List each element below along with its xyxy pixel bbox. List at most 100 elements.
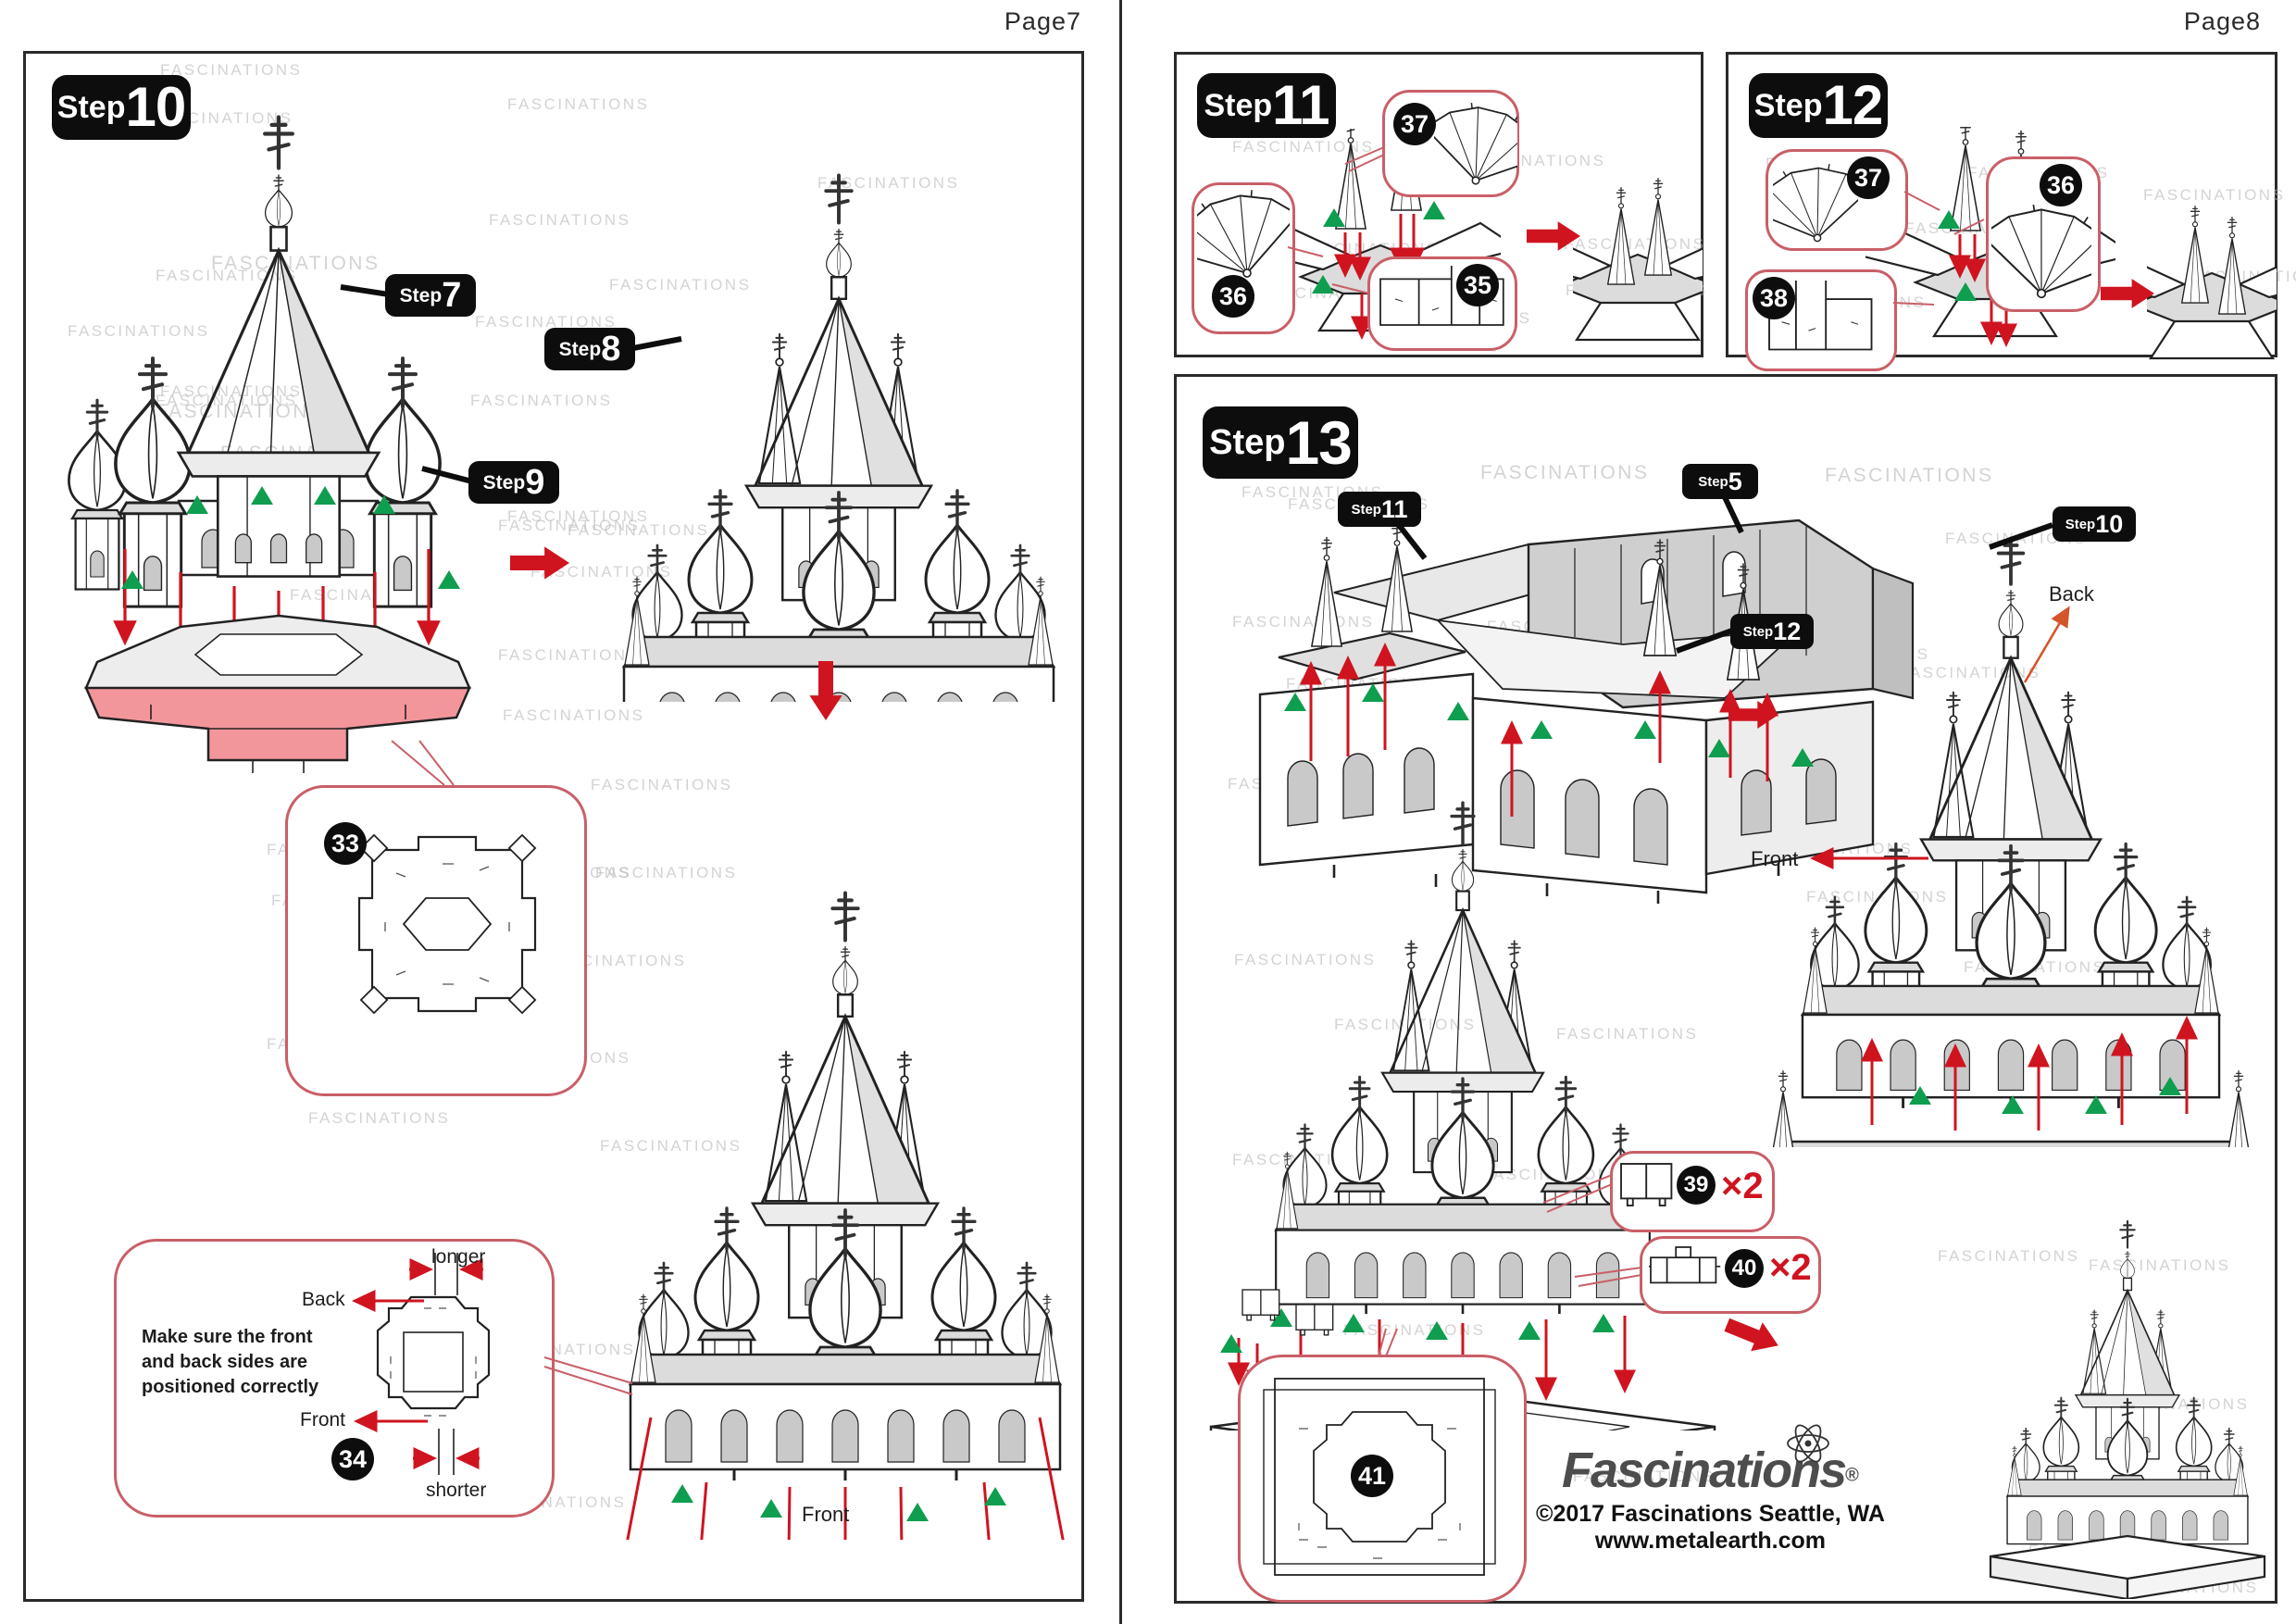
part39-number: 39 xyxy=(1677,1166,1716,1205)
step-number: 11 xyxy=(1380,494,1408,523)
watermark-text: FASCINATIONS xyxy=(489,211,631,229)
page8-header: Page8 xyxy=(2183,7,2261,35)
watermark-text: FASCINATIONS xyxy=(498,646,641,664)
note-line2: and back sides are xyxy=(142,1352,307,1372)
page-divider xyxy=(1119,0,1122,1624)
front-label: Front xyxy=(1751,847,1799,870)
step13-right-assembly xyxy=(1749,416,2273,1147)
step13-final-model xyxy=(1989,1071,2266,1599)
step12-frame: FASCINATIONS FASCINATIONS FASCINATIONS F… xyxy=(1726,52,2296,371)
part35-number: 35 xyxy=(1456,264,1499,306)
watermark-text: FASCINATIONS xyxy=(475,313,618,331)
part36-drawing xyxy=(1991,194,2091,303)
watermark-text: FASCINATIONS xyxy=(817,174,960,192)
back-label: Back xyxy=(302,1289,345,1310)
part36-number: 36 xyxy=(2040,164,2082,206)
watermark-text: FASCINATIONS xyxy=(1938,1247,2080,1265)
page7-header: Page7 xyxy=(1004,7,1081,35)
step-word: Step xyxy=(399,284,443,306)
part36-number: 36 xyxy=(1212,275,1254,318)
watermark-text: FASCINATIONS xyxy=(591,776,733,793)
step-number: 9 xyxy=(525,463,545,502)
note-line1: Make sure the front xyxy=(142,1327,313,1347)
step-word: Step xyxy=(558,338,602,360)
watermark-text: FASCINATIONS xyxy=(498,517,641,534)
watermark-text: FASCINATIONS xyxy=(160,382,303,400)
step-word: Step xyxy=(482,471,526,493)
back-label: Back xyxy=(2049,582,2094,606)
watermark-text: FASCINATIONS xyxy=(595,864,738,881)
shorter-label: shorter xyxy=(426,1480,487,1501)
step13-frame: FASCINATIONS FASCINATIONS FASCINATIONS F… xyxy=(1174,374,2277,1604)
watermark-text: FASCINATIONS xyxy=(1234,951,1377,968)
watermark-text: FASCINATIONS xyxy=(2143,186,2286,204)
figure-step10-final xyxy=(626,790,1065,1540)
part40-qty: ×2 xyxy=(1769,1247,1812,1288)
part34-note: Make sure the front and back sides are p… xyxy=(142,1325,341,1400)
step-number: 10 xyxy=(125,76,186,138)
part39-drawing xyxy=(1620,1163,1673,1206)
watermark-text: FASCINATIONS xyxy=(211,253,381,274)
part33-number: 33 xyxy=(324,822,367,865)
copyright-text: ©2017 Fascinations Seattle, WA xyxy=(1536,1501,1885,1527)
step-word: Step xyxy=(2065,516,2096,532)
watermark-text: FASCINATIONS xyxy=(530,563,673,581)
note-line3: positioned correctly xyxy=(142,1377,319,1397)
watermark-text: FASCINATIONS xyxy=(1232,138,1375,156)
part38-number: 38 xyxy=(1753,277,1795,319)
part37-drawing xyxy=(1434,95,1517,188)
step-number: 12 xyxy=(1822,74,1883,136)
step-number: 11 xyxy=(1272,74,1329,136)
longer-label: longer xyxy=(431,1246,486,1268)
brand-block: Fascinations® ©2017 Fascinations Seattle… xyxy=(1536,1442,1885,1555)
watermark-text: FASCINATIONS xyxy=(1564,235,1706,253)
atom-icon xyxy=(1787,1424,1829,1463)
step-number: 5 xyxy=(1728,467,1742,495)
part37-number: 37 xyxy=(1847,156,1890,199)
step13-base-assembly xyxy=(1209,736,1716,1430)
part37-number: 37 xyxy=(1393,103,1436,145)
figure-step10-assembled-top xyxy=(598,72,1079,702)
step-word: Step xyxy=(56,90,126,125)
watermark-text: FASCINATIONS xyxy=(156,401,325,422)
part33-drawing xyxy=(357,833,537,1015)
part39-qty: ×2 xyxy=(1721,1166,1764,1206)
watermark-text: FASCINATIONS xyxy=(507,507,650,525)
watermark-text: FASCINATIONS xyxy=(600,1137,742,1155)
step-number: 8 xyxy=(601,330,621,369)
part34-number: 34 xyxy=(331,1438,374,1480)
part40-number: 40 xyxy=(1725,1249,1764,1288)
part34-drawing xyxy=(352,1253,491,1475)
watermark-text: FASCINATIONS xyxy=(1825,465,1994,486)
step11-result xyxy=(1573,156,1703,342)
website-text: www.metalearth.com xyxy=(1594,1528,1827,1554)
step-number: 10 xyxy=(2095,509,2124,538)
step-word: Step xyxy=(1351,501,1381,518)
watermark-text: FASCINATIONS xyxy=(568,521,710,539)
watermark-text: FASCINATIONS xyxy=(68,322,210,340)
step-word: Step xyxy=(1753,88,1823,123)
part41-number: 41 xyxy=(1351,1455,1393,1497)
page7-frame: FASCINATIONS FASCINATIONS FASCINATIONS F… xyxy=(23,51,1084,1602)
watermark-text: FASCINATIONS xyxy=(156,392,298,409)
watermark-text: FASCINATIONS xyxy=(1573,1468,1716,1485)
step11-frame: FASCINATIONS FASCINATIONS FASCINATIONS F… xyxy=(1174,52,1706,357)
watermark-text: FASCINATIONS xyxy=(1556,1025,1699,1043)
watermark-text: FASCINATIONS xyxy=(503,706,645,724)
part40-drawing xyxy=(1649,1246,1722,1284)
watermark-text: FASCINATIONS xyxy=(1480,462,1650,483)
front-label: Front xyxy=(300,1409,346,1430)
step-word: Step xyxy=(1742,623,1774,640)
brand-registered-mark: ® xyxy=(1845,1465,1859,1486)
step12-result xyxy=(2147,175,2277,360)
watermark-text: FASCINATIONS xyxy=(470,392,613,409)
